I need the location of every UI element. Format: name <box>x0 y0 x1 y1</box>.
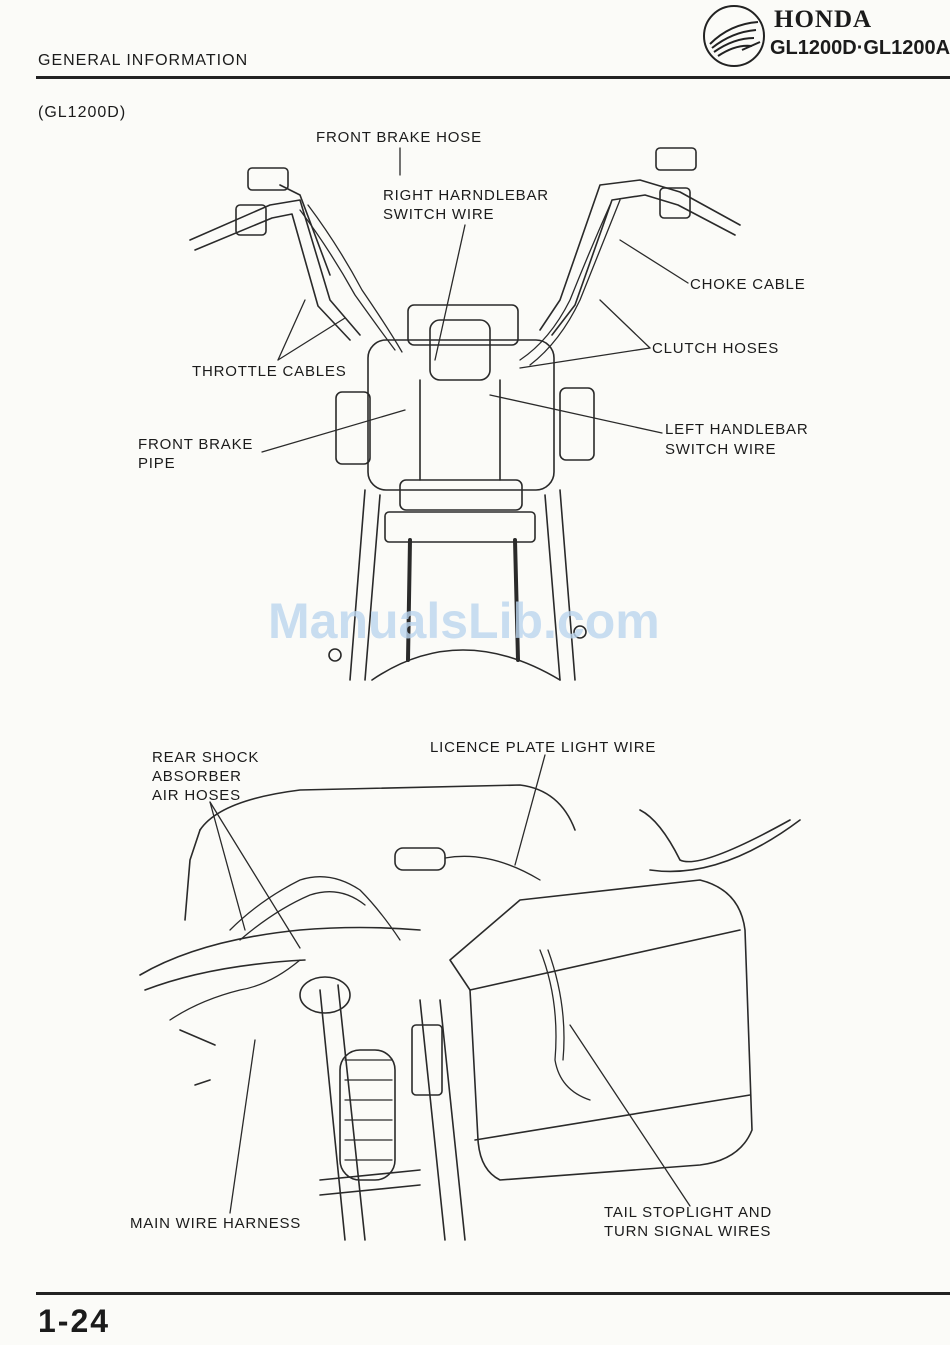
label-right-handlebar-switch-wire-line2: SWITCH WIRE <box>383 206 495 223</box>
label-tail-stoplight-line2: TURN SIGNAL WIRES <box>604 1223 772 1240</box>
label-rear-shock-line2: ABSORBER <box>152 768 242 785</box>
label-left-handlebar-switch-wire-line2: SWITCH WIRE <box>665 441 777 458</box>
model-name: GL1200D·GL1200A <box>770 37 950 59</box>
label-front-brake-hose: FRONT BRAKE HOSE <box>316 129 482 146</box>
page-number: 1-24 <box>38 1303 111 1339</box>
label-rear-shock-line3: AIR HOSES <box>152 787 241 804</box>
label-main-wire-harness: MAIN WIRE HARNESS <box>130 1215 302 1232</box>
subheading: (GL1200D) <box>38 104 127 121</box>
header-rule <box>36 76 950 79</box>
label-tail-stoplight-line1: TAIL STOPLIGHT AND <box>604 1204 773 1221</box>
label-licence-plate-light-wire: LICENCE PLATE LIGHT WIRE <box>430 739 657 756</box>
footer-rule <box>36 1292 950 1295</box>
label-choke-cable: CHOKE CABLE <box>690 276 806 293</box>
label-front-brake-pipe-line2: PIPE <box>138 455 176 472</box>
label-throttle-cables: THROTTLE CABLES <box>192 363 347 380</box>
section-title: GENERAL INFORMATION <box>38 52 249 69</box>
label-clutch-hoses: CLUTCH HOSES <box>652 340 780 357</box>
label-rear-shock-line1: REAR SHOCK <box>152 749 260 766</box>
honda-wing-logo-icon <box>702 4 766 68</box>
brand-name: HONDA <box>774 6 873 33</box>
label-front-brake-pipe-line1: FRONT BRAKE <box>138 436 254 453</box>
watermark: ManualsLib.com <box>268 593 660 649</box>
label-left-handlebar-switch-wire-line1: LEFT HANDLEBAR <box>665 421 809 438</box>
label-right-handlebar-switch-wire-line1: RIGHT HARNDLEBAR <box>383 187 549 204</box>
